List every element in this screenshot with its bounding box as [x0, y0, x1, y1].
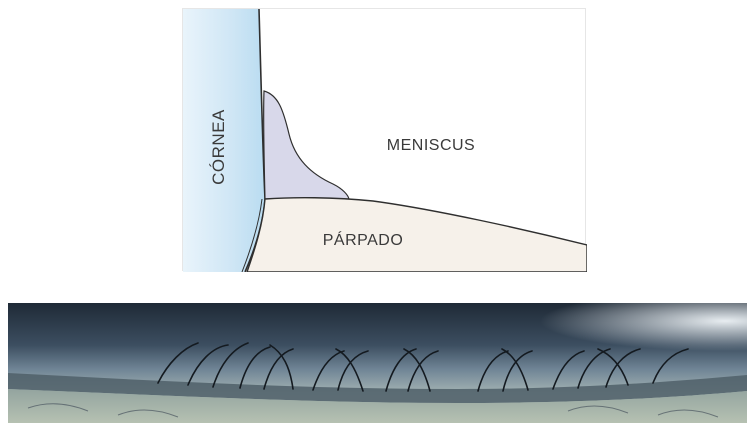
eyelid-label: PÁRPADO: [323, 230, 404, 249]
photo-canvas: [8, 303, 747, 423]
meniscus-label: MENISCUS: [387, 137, 475, 154]
eyelid-margin-photo: [8, 303, 747, 423]
eyelid-region: [247, 198, 587, 272]
tear-meniscus-diagram: CÓRNEA MENISCUS PÁRPADO: [182, 8, 586, 271]
cornea-label: CÓRNEA: [209, 109, 228, 185]
meniscus-region: [264, 91, 349, 199]
diagram-canvas: CÓRNEA MENISCUS PÁRPADO: [183, 9, 587, 272]
